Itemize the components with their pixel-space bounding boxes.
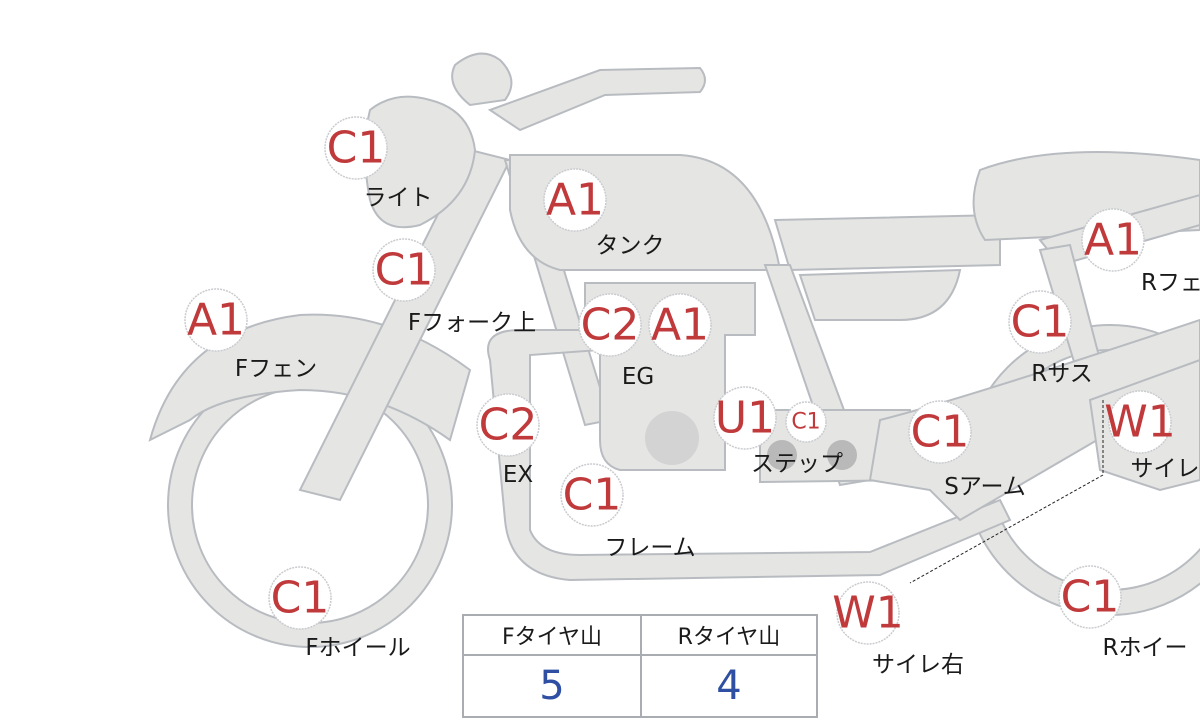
badge-swingarm: C1 bbox=[908, 400, 972, 464]
badge-front-wheel: C1 bbox=[268, 566, 332, 630]
tire-tread-table: Fタイヤ山 Rタイヤ山 5 4 bbox=[462, 614, 818, 718]
svg-text:C1: C1 bbox=[327, 123, 386, 174]
label-front-fender: Fフェン bbox=[235, 356, 317, 382]
svg-text:C1: C1 bbox=[271, 573, 330, 624]
label-rear-shock: Rサス bbox=[1031, 361, 1093, 387]
front-tire-header: Fタイヤ山 bbox=[464, 616, 640, 656]
badge-engine-c2: C2 bbox=[578, 293, 642, 357]
badge-muffler-right: W1 bbox=[832, 581, 904, 645]
leader-line bbox=[909, 400, 1104, 584]
label-front-fork-upper: Fフォーク上 bbox=[408, 310, 536, 336]
seat-front bbox=[773, 213, 1001, 272]
label-step: ステップ bbox=[751, 451, 843, 477]
svg-text:C1: C1 bbox=[1011, 297, 1070, 348]
svg-text:C1: C1 bbox=[791, 410, 820, 435]
svg-text:A1: A1 bbox=[1084, 215, 1142, 266]
label-engine: EG bbox=[622, 364, 654, 390]
label-rear-wheel: Rホイー bbox=[1103, 635, 1188, 661]
label-muffler-right: サイレ右 bbox=[872, 652, 964, 678]
svg-text:C1: C1 bbox=[911, 407, 970, 458]
svg-text:C2: C2 bbox=[479, 400, 538, 451]
frame bbox=[487, 329, 1012, 582]
badge-frame: C1 bbox=[560, 463, 624, 527]
svg-text:A1: A1 bbox=[187, 295, 245, 346]
swingarm bbox=[868, 318, 1200, 522]
label-rear-fender: Rフェ bbox=[1141, 270, 1200, 296]
mirror bbox=[451, 52, 513, 107]
badge-tank: A1 bbox=[543, 168, 607, 232]
badge-exhaust: C2 bbox=[476, 393, 540, 457]
label-front-wheel: Fホイール bbox=[305, 635, 410, 661]
headlight bbox=[364, 95, 477, 229]
label-muffler-left: サイレ bbox=[1131, 456, 1200, 482]
label-light: ライト bbox=[364, 185, 433, 211]
badge-light: C1 bbox=[324, 116, 388, 180]
svg-text:A1: A1 bbox=[651, 300, 709, 351]
badge-engine-a1: A1 bbox=[648, 293, 712, 357]
svg-text:A1: A1 bbox=[546, 175, 604, 226]
svg-text:U1: U1 bbox=[715, 393, 775, 444]
label-swingarm: Sアーム bbox=[944, 474, 1026, 500]
side-cover bbox=[798, 268, 962, 321]
label-exhaust: EX bbox=[503, 462, 534, 488]
svg-text:C1: C1 bbox=[1061, 572, 1120, 623]
badge-rear-wheel: C1 bbox=[1058, 565, 1122, 629]
svg-text:W1: W1 bbox=[1104, 397, 1176, 448]
engine-cover bbox=[645, 411, 699, 465]
label-tank: タンク bbox=[596, 233, 665, 259]
badge-muffler-left: W1 bbox=[1104, 390, 1176, 454]
svg-text:C2: C2 bbox=[581, 300, 640, 351]
front-fork bbox=[298, 148, 512, 502]
badge-step-c1: C1 bbox=[785, 401, 827, 443]
svg-text:C1: C1 bbox=[375, 245, 434, 296]
badge-step-u1: U1 bbox=[713, 386, 777, 450]
rear-tire-header: Rタイヤ山 bbox=[640, 616, 816, 656]
rear-tire-value: 4 bbox=[640, 656, 816, 716]
svg-text:W1: W1 bbox=[832, 588, 904, 639]
badge-front-fender: A1 bbox=[184, 288, 248, 352]
svg-text:C1: C1 bbox=[563, 470, 622, 521]
badge-front-fork-upper: C1 bbox=[372, 238, 436, 302]
front-tire-value: 5 bbox=[539, 663, 565, 709]
badge-rear-fender: A1 bbox=[1081, 208, 1145, 272]
handlebar bbox=[487, 66, 706, 132]
badge-rear-shock: C1 bbox=[1008, 290, 1072, 354]
label-frame: フレーム bbox=[604, 535, 695, 561]
